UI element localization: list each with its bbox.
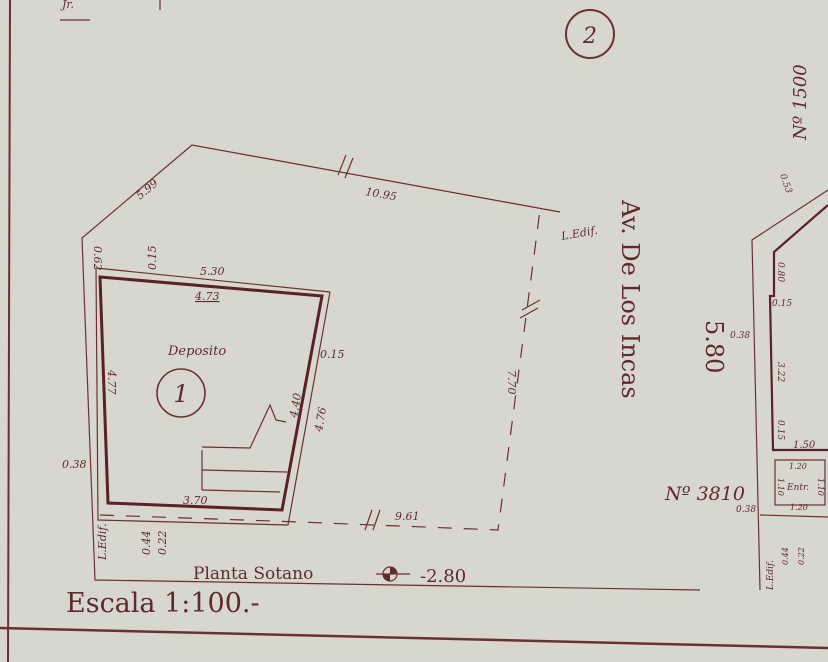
stairs bbox=[201, 469, 288, 473]
dim-inner-top: 4.73 bbox=[194, 290, 220, 303]
plan-title: Planta Sotano bbox=[193, 564, 313, 584]
neighbor-number: Nº 1500 bbox=[790, 64, 811, 141]
hatch bbox=[372, 509, 381, 531]
dim-bottom-long: 9.61 bbox=[395, 510, 420, 523]
dim-inner-bottom: 3.70 bbox=[183, 494, 208, 507]
dim-bottom-b: 0.22 bbox=[156, 531, 169, 556]
hatch bbox=[344, 157, 354, 179]
neighbor-walls bbox=[768, 204, 828, 452]
lot-outline bbox=[81, 144, 701, 591]
hatch bbox=[521, 299, 541, 311]
line-label-top: L.Edif. bbox=[559, 224, 598, 243]
outer-wall bbox=[95, 267, 331, 526]
room-number-marker: 1 bbox=[156, 368, 206, 418]
dim-right-wall: 0.15 bbox=[320, 348, 345, 361]
dim-outer-right: 4.76 bbox=[312, 406, 329, 433]
hatch bbox=[519, 307, 539, 319]
street-width: 5.80 bbox=[700, 320, 728, 373]
hatch bbox=[364, 509, 373, 531]
entrance-label: Entr. bbox=[786, 483, 809, 493]
dim-r-038b: 0.38 bbox=[736, 505, 756, 515]
dim-r-150: 1.50 bbox=[793, 440, 816, 451]
dim-r-120a: 1.20 bbox=[789, 462, 807, 471]
dim-diag: 5.99 bbox=[134, 177, 161, 203]
dim-r-044: 0.44 bbox=[781, 547, 790, 565]
dim-r-022: 0.22 bbox=[797, 547, 806, 565]
level-marker-icon bbox=[376, 566, 410, 582]
bottom-border bbox=[0, 626, 828, 650]
svg-text:1: 1 bbox=[173, 380, 188, 408]
dim-inner-right: 4.40 bbox=[287, 392, 304, 419]
neighbor-outer-wall bbox=[751, 189, 828, 591]
dim-r-038a: 0.38 bbox=[730, 331, 750, 341]
dim-r-110b: 1.10 bbox=[816, 478, 825, 496]
stairs bbox=[201, 489, 281, 493]
neighbor-entrance bbox=[774, 459, 826, 506]
dim-r-110a: 1.10 bbox=[776, 478, 785, 496]
room-name: Deposito bbox=[167, 344, 226, 359]
corner-label: Jr. bbox=[60, 0, 74, 11]
dim-top-long: 10.95 bbox=[364, 185, 397, 203]
sheet-number-marker: 2 bbox=[565, 9, 615, 59]
edification-line bbox=[99, 209, 541, 531]
dim-r-053: 0.53 bbox=[777, 173, 793, 196]
lot-line-left-inner bbox=[95, 267, 331, 293]
dim-left-margin: 0.38 bbox=[62, 458, 87, 471]
dim-r-015b: 0.15 bbox=[775, 420, 785, 440]
street-name: Av. De Los Incas bbox=[616, 199, 644, 399]
dim-r-322: 3.22 bbox=[775, 362, 785, 382]
stairs bbox=[201, 403, 287, 449]
dim-left-short: 0.62 bbox=[91, 246, 104, 271]
left-border bbox=[7, 0, 11, 662]
neighbor-line bbox=[759, 514, 828, 518]
dim-r-015a: 0.15 bbox=[772, 299, 792, 309]
dim-vertical-mid: 7.70 bbox=[505, 370, 518, 395]
room-deposito-walls bbox=[98, 275, 324, 512]
dim-r-080: 0.80 bbox=[775, 262, 785, 282]
dim-wall-top: 0.15 bbox=[146, 246, 159, 271]
line-label-right: L.Edif. bbox=[766, 560, 776, 591]
line-label-bottom: L.Edif. bbox=[96, 523, 109, 561]
dim-inner-left: 4.77 bbox=[105, 369, 118, 395]
hatch bbox=[337, 154, 347, 176]
level-value: -2.80 bbox=[420, 566, 466, 587]
scale-label: Escala 1:100.- bbox=[66, 588, 260, 619]
street-number: Nº 3810 bbox=[664, 483, 745, 505]
svg-text:2: 2 bbox=[582, 24, 597, 49]
dim-r-120b: 1.20 bbox=[790, 503, 808, 512]
dim-bottom-a: 0.44 bbox=[140, 531, 153, 556]
dim-outer-top: 5.30 bbox=[200, 265, 225, 278]
